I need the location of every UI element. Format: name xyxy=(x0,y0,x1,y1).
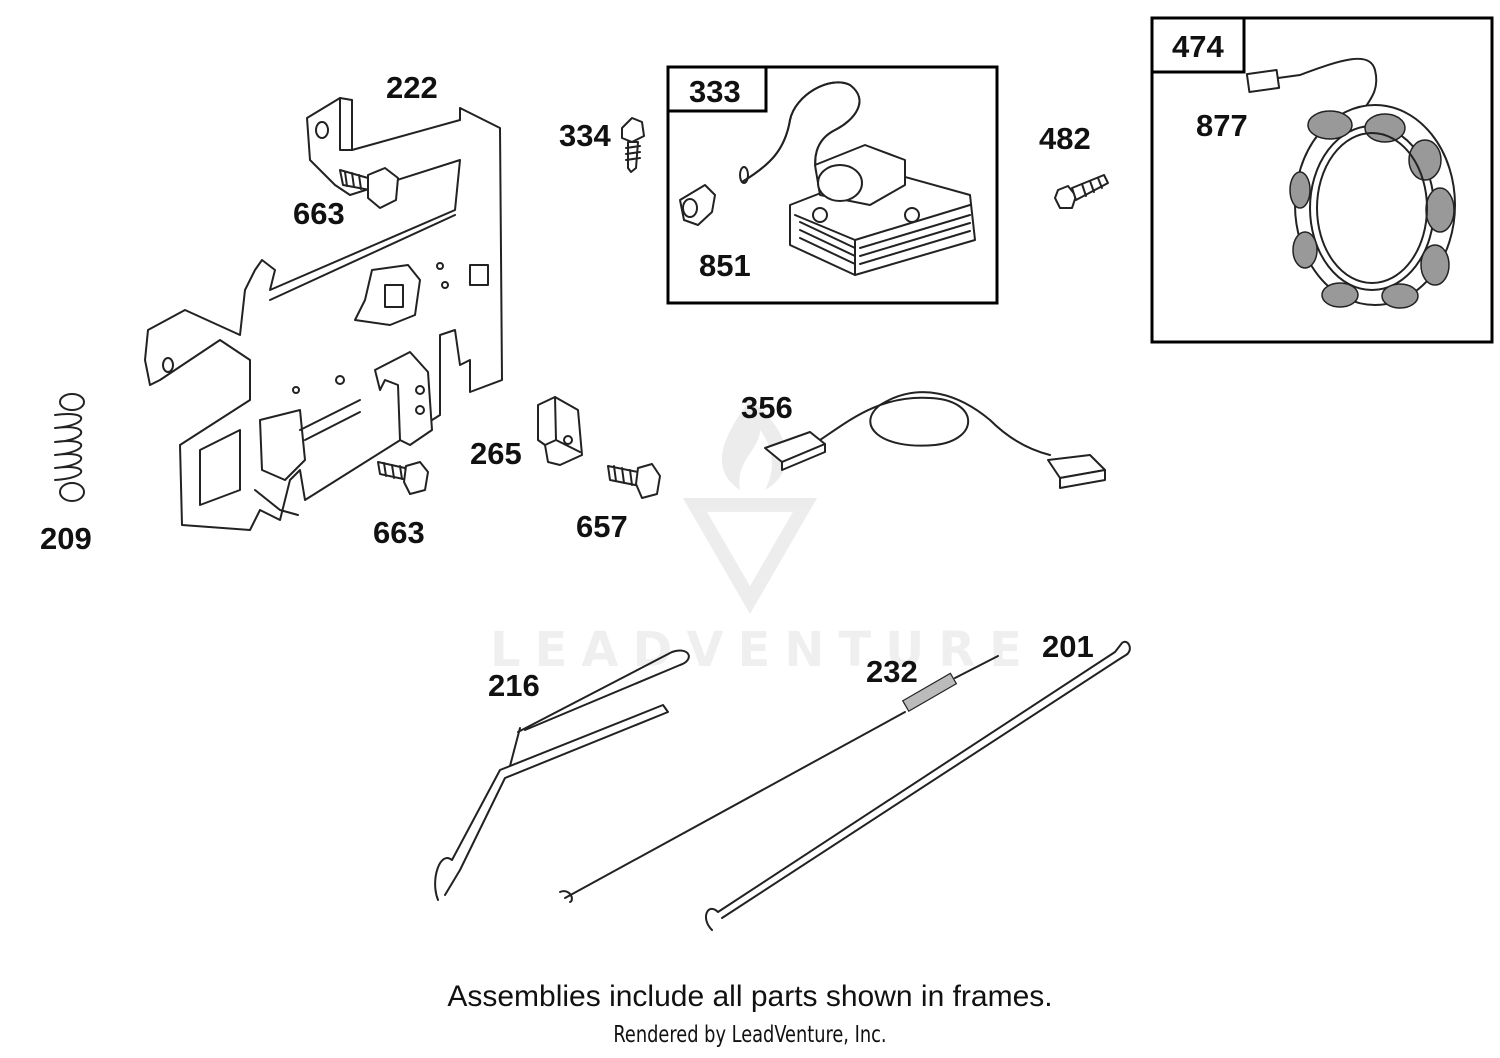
part-label-222[interactable]: 222 xyxy=(386,70,438,105)
part-label-474[interactable]: 474 xyxy=(1172,29,1224,64)
ignition-armature-333[interactable] xyxy=(679,81,976,276)
part-label-877[interactable]: 877 xyxy=(1196,108,1248,143)
part-label-232[interactable]: 232 xyxy=(866,654,918,689)
part-label-265[interactable]: 265 xyxy=(470,436,522,471)
screw-663-lower[interactable] xyxy=(377,461,429,495)
spring-209[interactable] xyxy=(54,393,85,502)
alternator-474[interactable] xyxy=(1245,57,1456,309)
wire-harness-356[interactable] xyxy=(764,391,1106,489)
screw-657[interactable] xyxy=(607,463,661,499)
screw-334[interactable] xyxy=(621,117,645,173)
part-label-663-upper[interactable]: 663 xyxy=(293,196,345,231)
watermark-logo xyxy=(682,400,818,614)
part-label-209[interactable]: 209 xyxy=(40,521,92,556)
screw-482[interactable] xyxy=(1054,174,1109,209)
part-label-201[interactable]: 201 xyxy=(1042,629,1094,664)
link-201[interactable] xyxy=(704,640,1131,931)
screw-663-upper[interactable] xyxy=(339,167,399,209)
watermark-text: LEADVENTURE xyxy=(490,622,1036,678)
part-label-216[interactable]: 216 xyxy=(488,668,540,703)
part-label-356[interactable]: 356 xyxy=(741,390,793,425)
part-label-851[interactable]: 851 xyxy=(699,248,751,283)
spring-link-232[interactable] xyxy=(559,655,999,903)
part-label-333[interactable]: 333 xyxy=(689,74,741,109)
rendered-credit: Rendered by LeadVenture, Inc. xyxy=(613,1022,887,1048)
part-label-334[interactable]: 334 xyxy=(559,118,611,153)
part-label-482[interactable]: 482 xyxy=(1039,121,1091,156)
bracket-265[interactable] xyxy=(537,396,583,466)
assemblies-caption: Assemblies include all parts shown in fr… xyxy=(447,980,1053,1013)
frame-333 xyxy=(666,65,999,305)
frame-474 xyxy=(1150,16,1494,344)
part-label-663-lower[interactable]: 663 xyxy=(373,515,425,550)
control-bracket-222[interactable] xyxy=(144,97,503,531)
link-216[interactable] xyxy=(434,649,690,901)
part-label-657[interactable]: 657 xyxy=(576,509,628,544)
